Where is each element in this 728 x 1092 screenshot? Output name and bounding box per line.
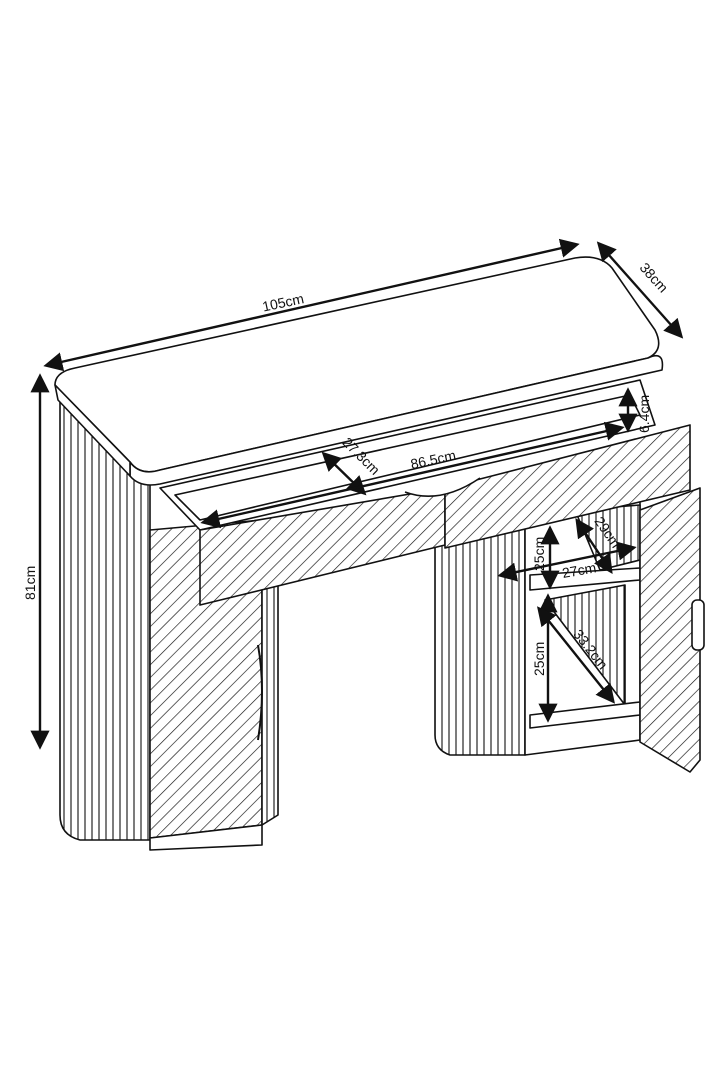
lower-shelf-diagonal-arrow xyxy=(537,606,615,704)
left-pedestal-side xyxy=(59,394,151,841)
shelf-width-arrow xyxy=(497,541,637,582)
left-pedestal xyxy=(59,394,279,851)
drawer-height-label: 6.4cm xyxy=(636,395,652,433)
left-plinth xyxy=(149,824,263,851)
lower-shelf-height-label: 25cm xyxy=(531,642,547,676)
drawer-width-arrow xyxy=(200,421,625,529)
width-arrow xyxy=(43,238,580,372)
depth-label: 38cm xyxy=(637,259,672,295)
open-door xyxy=(639,487,701,773)
right-pedestal-side xyxy=(434,524,526,756)
desk-top-side-edge xyxy=(54,384,131,477)
upper-shelf-height-label: 25cm xyxy=(531,537,547,571)
height-label: 81cm xyxy=(22,566,38,600)
door-handle-icon xyxy=(691,599,705,651)
depth-arrow xyxy=(596,241,684,339)
dimension-arrows xyxy=(30,238,684,750)
door-handle-icon xyxy=(257,644,263,741)
shelf-width-label: 27cm xyxy=(561,559,597,581)
